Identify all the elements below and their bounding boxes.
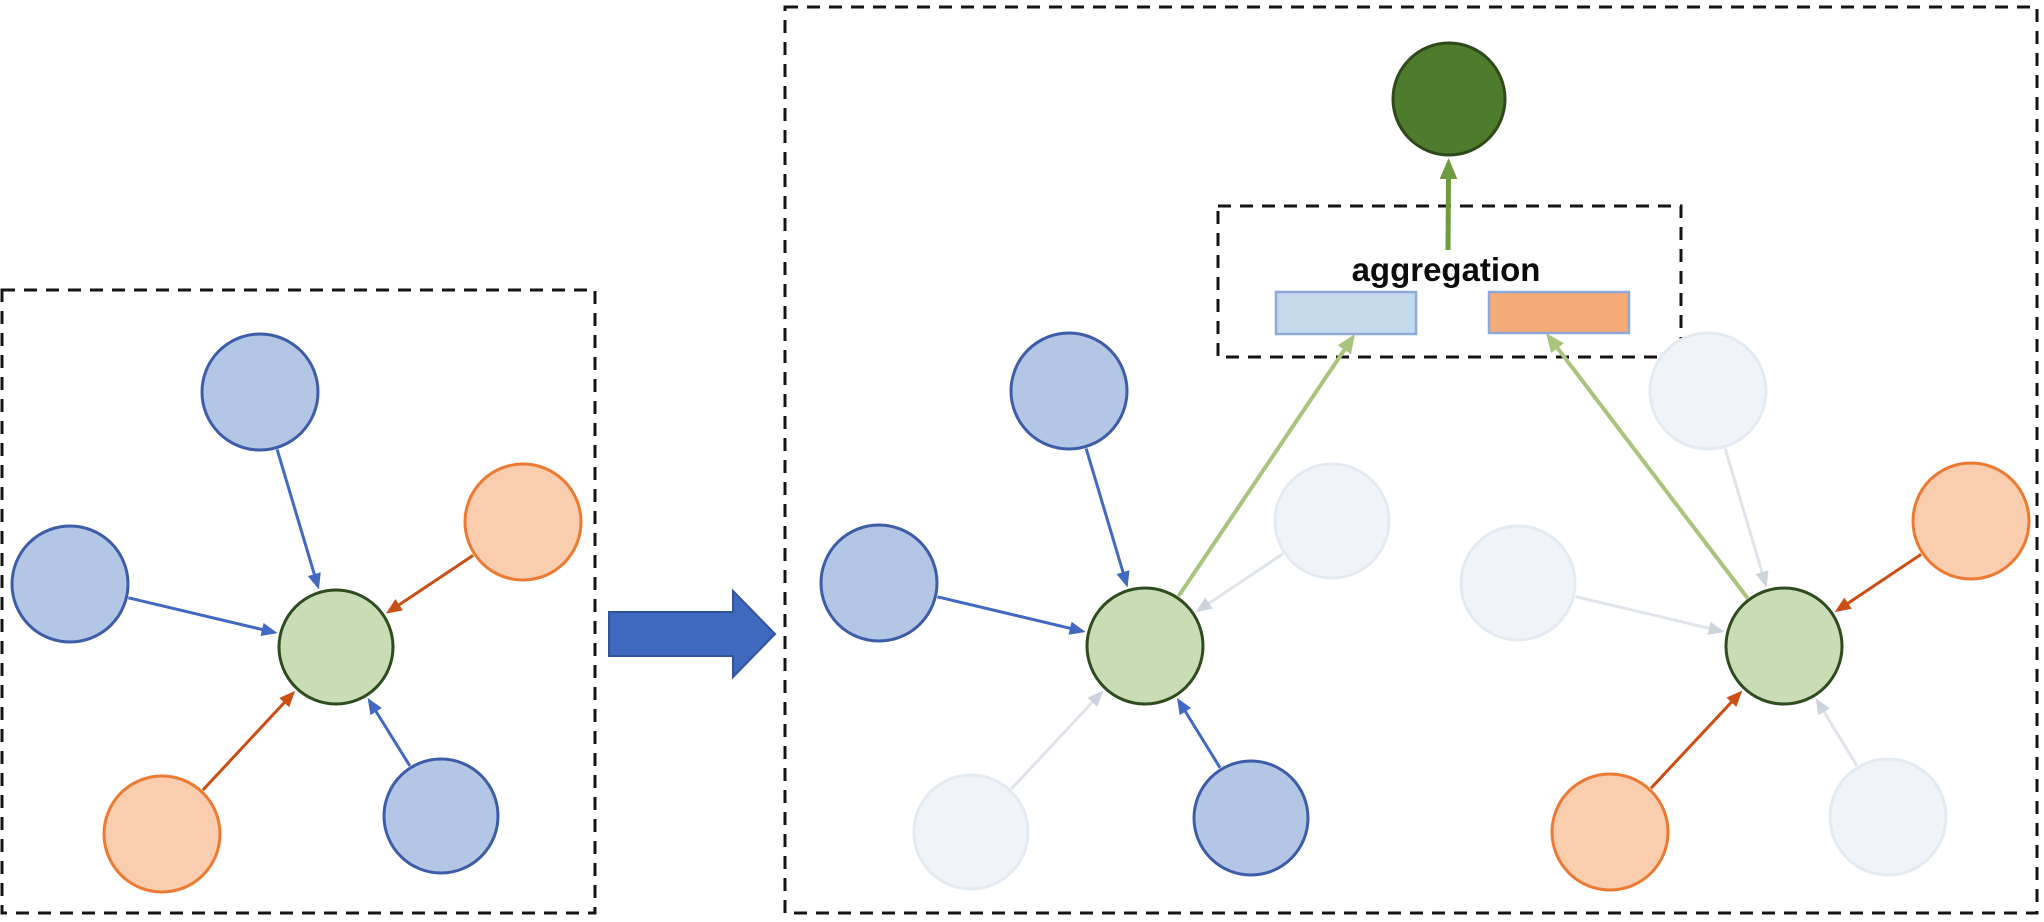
node-lp-blue-top	[200, 332, 320, 452]
node-lp-orange-tr	[463, 462, 583, 582]
edge-rr-faded-br-to-rr-hub-shaft	[1820, 707, 1859, 767]
edge-lp-orange-bl-to-lp-hub-arrowhead	[279, 690, 296, 708]
edge-rl-faded-bl-to-rl-hub-arrowhead	[1087, 690, 1104, 707]
node-rl-faded-tr	[1273, 462, 1391, 580]
node-rl-blue-left	[819, 523, 939, 643]
node-rr-hub	[1724, 586, 1844, 706]
edge-lp-blue-br-to-lp-hub-arrowhead	[367, 697, 382, 716]
edge-lp-blue-top-to-lp-hub-shaft	[275, 449, 318, 579]
edge-rl-blue-top-to-rl-hub-shaft	[1084, 448, 1126, 577]
node-rl-blue-br	[1192, 759, 1310, 877]
edge-lp-blue-top-to-lp-hub-arrowhead	[307, 572, 321, 590]
node-rl-hub	[1085, 586, 1205, 706]
node-rl-faded-bl	[912, 773, 1030, 891]
node-rl-blue-top	[1009, 331, 1129, 451]
node-rr-orange-r	[1911, 461, 2031, 581]
edge-rr-faded-left-to-rr-hub-arrowhead	[1707, 621, 1725, 635]
node-rr-faded-br	[1828, 757, 1948, 877]
edge-rr-faded-left-to-rr-hub-shaft	[1575, 595, 1714, 631]
right-panel-box	[783, 5, 2039, 915]
edge-lp-orange-tr-to-lp-hub-arrowhead	[385, 599, 403, 614]
edge-rl-blue-top-to-rl-hub-arrowhead	[1116, 570, 1130, 588]
aggregation-label: aggregation	[1352, 251, 1541, 288]
edge-rl-blue-br-to-rl-hub-shaft	[1181, 706, 1222, 769]
left-panel-box	[0, 288, 597, 915]
node-rr-orange-bl	[1550, 772, 1670, 892]
orange-feature-rect	[1487, 290, 1631, 335]
edge-rr-hub-to-pt-shaft	[1552, 342, 1750, 600]
node-lp-blue-br	[382, 757, 500, 875]
edge-rr-faded-br-to-rr-hub-arrowhead	[1815, 698, 1830, 716]
edge-pt-to-dark-green-shaft	[1445, 173, 1452, 251]
node-lp-orange-bl	[102, 774, 222, 894]
node-lp-blue-left	[10, 524, 130, 644]
diagram-layer	[0, 5, 2039, 915]
edge-rl-blue-left-to-rl-hub-shaft	[937, 595, 1075, 631]
node-rr-faded-left	[1459, 524, 1577, 642]
edge-lp-blue-left-to-lp-hub-arrowhead	[260, 622, 278, 637]
edge-rl-hub-to-pt-shaft	[1176, 344, 1350, 598]
node-rr-faded-top	[1648, 331, 1768, 451]
edge-rr-orange-r-to-rr-hub-shaft	[1843, 553, 1922, 607]
edge-pt-to-dark-green-arrowhead	[1439, 157, 1458, 180]
edge-lp-orange-bl-to-lp-hub-shaft	[201, 698, 289, 792]
edge-rr-orange-bl-to-rr-hub-arrowhead	[1726, 690, 1743, 707]
edge-rr-faded-top-to-rr-hub-shaft	[1723, 448, 1765, 577]
edge-rl-faded-tr-to-rl-hub-arrowhead	[1195, 597, 1213, 613]
edge-lp-blue-left-to-lp-hub-shaft	[128, 596, 267, 632]
edge-rl-blue-br-to-rl-hub-arrowhead	[1177, 697, 1192, 716]
edge-rr-faded-top-to-rr-hub-arrowhead	[1755, 570, 1769, 588]
edge-rl-faded-tr-to-rl-hub-shaft	[1204, 552, 1284, 607]
node-lp-hub	[277, 588, 395, 706]
edge-lp-orange-tr-to-lp-hub-shaft	[394, 554, 474, 609]
edge-rl-faded-bl-to-rl-hub-shaft	[1010, 697, 1097, 790]
node-dark-green	[1391, 41, 1507, 157]
big-transform-arrow	[608, 588, 777, 680]
edge-rl-hub-to-pt-arrowhead	[1337, 334, 1355, 355]
edge-rr-hub-to-pt-arrowhead	[1546, 333, 1564, 353]
edge-lp-blue-br-to-lp-hub-shaft	[372, 706, 412, 767]
edge-rl-blue-left-to-rl-hub-arrowhead	[1068, 621, 1086, 635]
edge-rr-orange-r-to-rr-hub-arrowhead	[1834, 597, 1852, 613]
edge-rr-orange-bl-to-rr-hub-shaft	[1649, 697, 1736, 790]
blue-feature-rect	[1274, 290, 1418, 336]
